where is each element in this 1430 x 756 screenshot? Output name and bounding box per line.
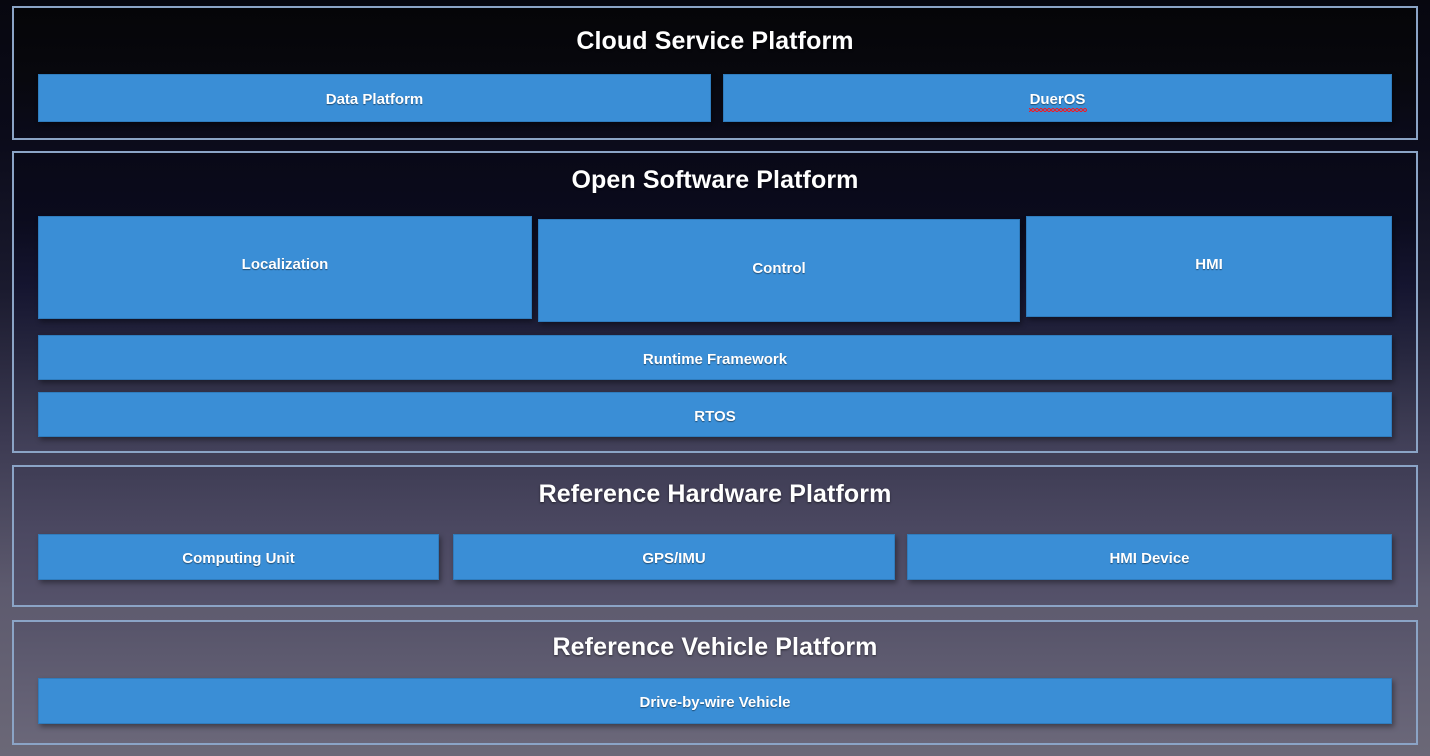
layer-panel-reference-vehicle-platform: Reference Vehicle Platform Drive-by-wire… xyxy=(12,620,1418,745)
panel-title-cloud-service-platform: Cloud Service Platform xyxy=(576,27,854,55)
spellcheck-underline-dueros: DuerOS xyxy=(1028,91,1088,112)
layer-panel-open-software-platform: Open Software Platform Localization Cont… xyxy=(12,151,1418,453)
layer-panel-reference-hardware-platform: Reference Hardware Platform Computing Un… xyxy=(12,465,1418,607)
block-label-dueros: DuerOS xyxy=(724,91,1391,112)
block-gps-imu[interactable]: GPS/IMU xyxy=(453,534,895,580)
panel-title-reference-hardware-platform: Reference Hardware Platform xyxy=(538,480,892,508)
block-drive-by-wire-vehicle[interactable]: Drive-by-wire Vehicle xyxy=(38,678,1392,724)
block-label-control: Control xyxy=(752,260,806,277)
block-hmi-device[interactable]: HMI Device xyxy=(907,534,1392,580)
block-runtime-framework[interactable]: Runtime Framework xyxy=(38,335,1392,380)
block-data-platform[interactable]: Data Platform xyxy=(38,74,711,122)
block-rtos[interactable]: RTOS xyxy=(38,392,1392,437)
panel-title-reference-vehicle-platform: Reference Vehicle Platform xyxy=(552,633,878,661)
block-localization[interactable]: Localization xyxy=(38,216,532,319)
block-label-gps-imu: GPS/IMU xyxy=(642,550,706,567)
block-label-runtime-framework: Runtime Framework xyxy=(642,351,788,368)
layer-panel-cloud-service-platform: Cloud Service Platform Data Platform Due… xyxy=(12,6,1418,140)
block-control[interactable]: Control xyxy=(538,219,1020,322)
block-label-rtos: RTOS xyxy=(694,408,736,425)
panel-title-open-software-platform: Open Software Platform xyxy=(571,166,859,194)
block-dueros[interactable]: DuerOS xyxy=(723,74,1392,122)
block-label-computing-unit: Computing Unit xyxy=(182,550,295,567)
block-label-data-platform: Data Platform xyxy=(325,91,424,108)
block-hmi[interactable]: HMI xyxy=(1026,216,1392,317)
block-label-hmi: HMI xyxy=(1195,256,1223,273)
block-label-hmi-device: HMI Device xyxy=(1109,550,1190,567)
block-label-drive-by-wire-vehicle: Drive-by-wire Vehicle xyxy=(639,694,791,711)
block-label-localization: Localization xyxy=(241,256,329,273)
block-computing-unit[interactable]: Computing Unit xyxy=(38,534,439,580)
